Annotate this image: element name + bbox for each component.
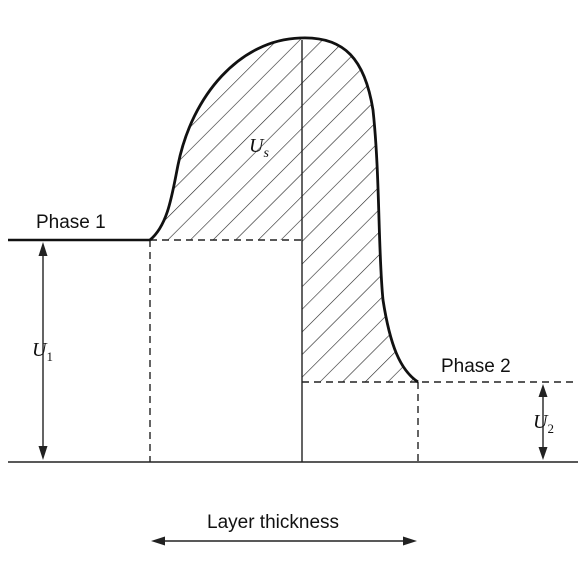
phase1-label: Phase 1	[36, 212, 106, 233]
energy-profile-curve	[149, 36, 419, 384]
thickness-arrow-right	[403, 536, 417, 546]
u1-symbol: U1	[32, 339, 53, 364]
phase2-label: Phase 2	[441, 356, 511, 377]
u1-arrow-down	[38, 446, 48, 460]
u2-arrow-down	[538, 447, 548, 460]
thickness-label: Layer thickness	[207, 512, 339, 533]
surface-energy-hatched-region	[150, 37, 418, 383]
u1-arrow-up	[38, 242, 48, 256]
u2-symbol: U2	[533, 411, 554, 436]
us-symbol: Us	[249, 135, 269, 161]
thickness-arrow-left	[151, 536, 165, 546]
u2-arrow-up	[538, 384, 548, 397]
